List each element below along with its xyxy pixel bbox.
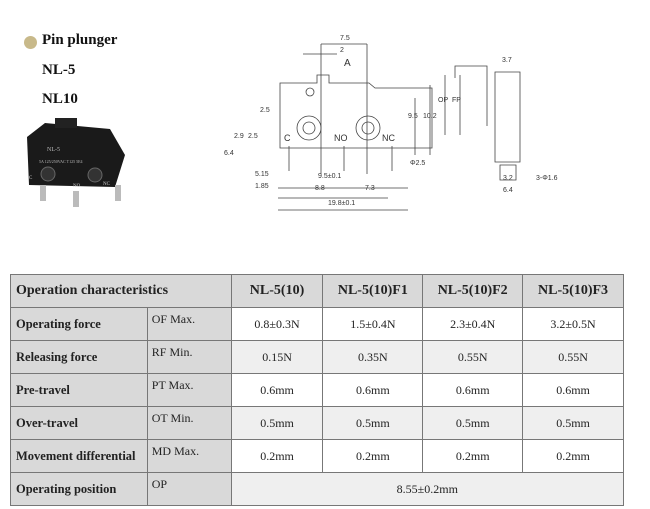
cell: 0.2mm [422,439,524,473]
column-header: NL-5(10)F3 [522,274,624,308]
cell: 0.6mm [522,373,624,407]
cell: 0.15N [230,340,324,374]
row-label: Pre-travel [10,373,148,407]
svg-text:19.8±0.1: 19.8±0.1 [328,200,355,207]
cell: 0.5mm [422,406,524,440]
column-header: NL-5(10) [230,274,324,308]
svg-text:5A 125/250VAC T125 5E4: 5A 125/250VAC T125 5E4 [39,159,83,164]
svg-text:2.5: 2.5 [260,107,270,114]
svg-text:5.15: 5.15 [255,171,269,178]
svg-text:1.85: 1.85 [255,183,269,190]
cell: 0.6mm [230,373,324,407]
row-symbol: OF Max. [146,307,232,341]
svg-text:8.8: 8.8 [315,185,325,192]
cell: 0.2mm [230,439,324,473]
cell: 0.2mm [522,439,624,473]
row-label: Releasing force [10,340,148,374]
svg-text:6.4: 6.4 [224,150,234,157]
bullet-icon [24,36,37,49]
row-symbol: MD Max. [146,439,232,473]
row-symbol: PT Max. [146,373,232,407]
svg-text:A: A [344,58,351,69]
row-symbol: RF Min. [146,340,232,374]
cell: 0.8±0.3N [230,307,324,341]
row-symbol: OP [146,472,232,506]
svg-text:NC: NC [382,133,395,143]
svg-text:FP: FP [452,97,461,104]
side-dimension-labels: 3.7 3.2 6.4 3-Φ1.6 [502,57,558,194]
cell: 0.55N [422,340,524,374]
svg-text:3.2: 3.2 [503,175,513,182]
section-title: Pin plunger [42,32,118,48]
cell: 0.55N [522,340,624,374]
svg-text:7.3: 7.3 [365,185,375,192]
svg-text:Φ2.5: Φ2.5 [410,160,425,167]
cell: 0.5mm [230,406,324,440]
cell: 8.55±0.2mm [230,472,625,506]
svg-text:2.9: 2.9 [234,133,244,140]
svg-text:9.5±0.1: 9.5±0.1 [318,173,341,180]
svg-text:10.2: 10.2 [423,113,437,120]
svg-text:NO: NO [73,184,81,189]
svg-text:C: C [284,133,291,143]
svg-text:NL-5: NL-5 [47,147,60,153]
svg-text:7.5: 7.5 [340,35,350,42]
column-header: NL-5(10)F2 [422,274,524,308]
svg-text:NO: NO [334,133,348,143]
cell: 0.6mm [422,373,524,407]
row-label: Movement differential [10,439,148,473]
svg-text:OP: OP [438,97,448,104]
row-label: Over-travel [10,406,148,440]
operation-characteristics-table: Operation characteristics NL-5(10) NL-5(… [10,274,625,506]
cell: 2.3±0.4N [422,307,524,341]
svg-text:C: C [29,176,33,181]
cell: 1.5±0.4N [322,307,424,341]
row-symbol: OT Min. [146,406,232,440]
front-dimension-labels: 7.5 2 A 2.5 2.9 2.5 6.4 9.5 10.2 OP FP 5… [224,35,461,207]
cell: 0.5mm [522,406,624,440]
model-nl5: NL-5 [42,62,76,78]
svg-text:2.5: 2.5 [248,133,258,140]
row-label: Operating force [10,307,148,341]
cell: 0.6mm [322,373,424,407]
cell: 0.5mm [322,406,424,440]
row-label: Operating position [10,472,148,506]
cell: 0.2mm [322,439,424,473]
column-header: NL-5(10)F1 [322,274,424,308]
svg-text:3-Φ1.6: 3-Φ1.6 [536,175,558,182]
product-photo: NL-5 5A 125/250VAC T125 5E4 C NO NC [27,118,125,207]
table-header-row: Operation characteristics NL-5(10) NL-5(… [10,274,624,308]
svg-text:3.7: 3.7 [502,57,512,64]
cell: 3.2±0.5N [522,307,624,341]
svg-text:6.4: 6.4 [503,187,513,194]
header-label: Operation characteristics [10,274,232,308]
cell: 0.35N [322,340,424,374]
svg-text:9.5: 9.5 [408,113,418,120]
svg-text:2: 2 [340,47,344,54]
dimension-drawing: 7.5 2 A 2.5 2.9 2.5 6.4 9.5 10.2 OP FP 5… [224,35,558,211]
svg-text:NC: NC [103,182,111,187]
model-nl10: NL10 [42,91,78,107]
